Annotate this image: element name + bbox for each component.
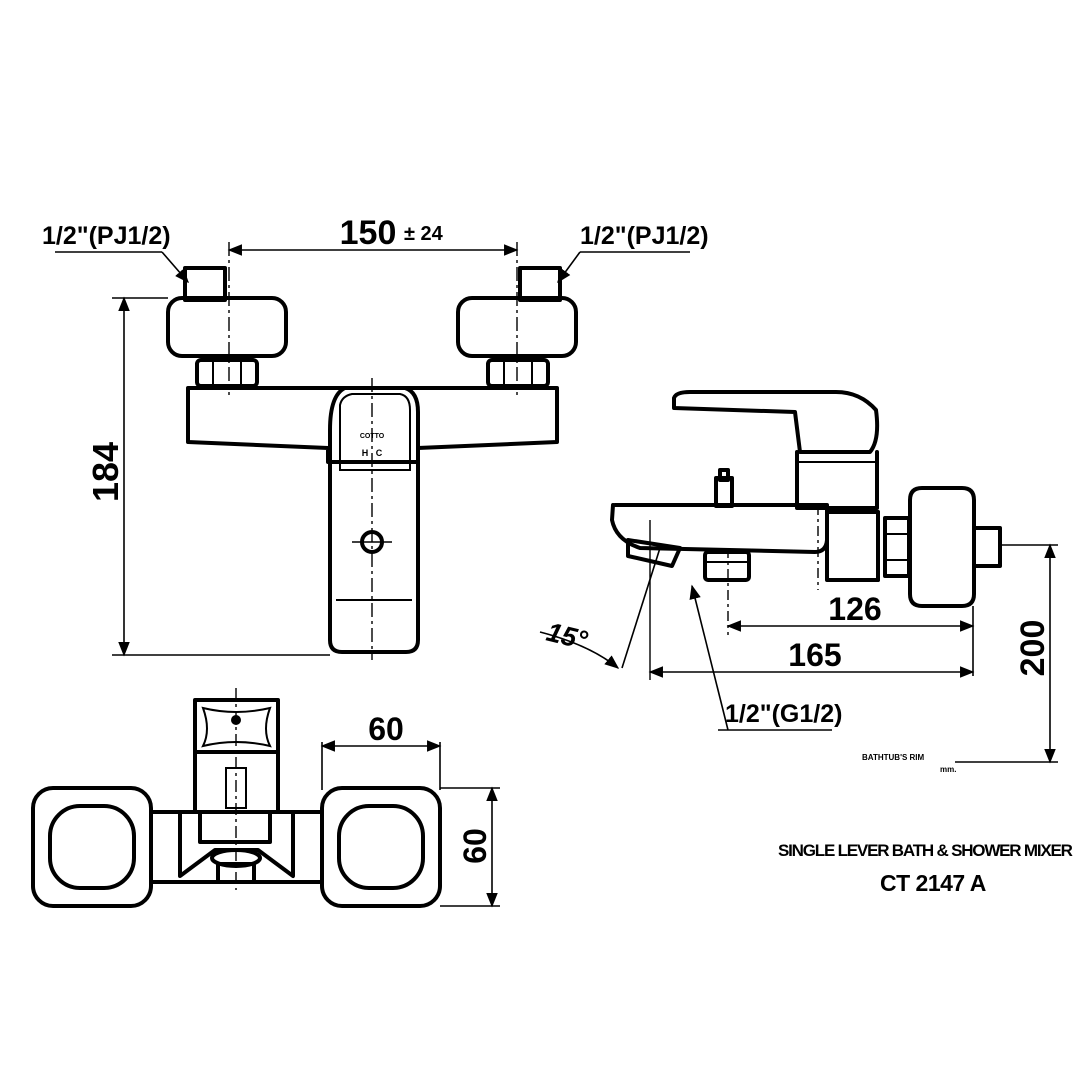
dim-60-depth-label: 60 [457,828,493,864]
dim-126-label: 126 [828,591,881,627]
thread-callout-right: 1/2"(PJ1/2) [557,222,709,284]
dim-184-label: 184 [85,442,126,502]
dim-150-label: 150 [340,214,397,252]
thread-callout-left: 1/2"(PJ1/2) [42,222,189,284]
svg-text:1/2"(PJ1/2): 1/2"(PJ1/2) [42,222,171,250]
title-line-2: CT 2147 A [880,870,986,896]
svg-text:1/2"(PJ1/2): 1/2"(PJ1/2) [580,222,709,250]
dim-200-label: 200 [1014,620,1052,677]
top-view: 60 60 [31,688,500,908]
side-lever [672,390,880,454]
outlet-thread-callout: 1/2"(G1/2) [689,584,842,731]
lever-handle [328,386,420,654]
hot-cold-mark: H C [362,448,383,458]
top-right-flange [320,786,442,908]
dim-60-width-label: 60 [368,711,404,747]
angle-label: 15° [544,617,591,656]
side-spout [610,503,829,554]
top-left-flange [31,786,153,908]
side-view: 126 165 200 15° 1/2"(G1/2) BATHTUB'S RIM… [539,390,1058,774]
rim-label: BATHTUB'S RIM [862,753,925,762]
rim-unit: mm. [940,765,956,774]
dim-165-label: 165 [788,637,841,673]
dim-tolerance-label: ± 24 [404,223,444,245]
title-line-1: SINGLE LEVER BATH & SHOWER MIXER [778,841,1073,860]
title-block: SINGLE LEVER BATH & SHOWER MIXER CT 2147… [778,841,1074,896]
brand-mark: COTTO [360,433,385,440]
svg-text:1/2"(G1/2): 1/2"(G1/2) [725,700,842,728]
wall-flange [908,486,976,608]
front-view: COTTO H C 150 ± 24 184 1/2"(PJ1/2) 1/2"(… [42,214,709,660]
left-inlet [166,266,288,388]
